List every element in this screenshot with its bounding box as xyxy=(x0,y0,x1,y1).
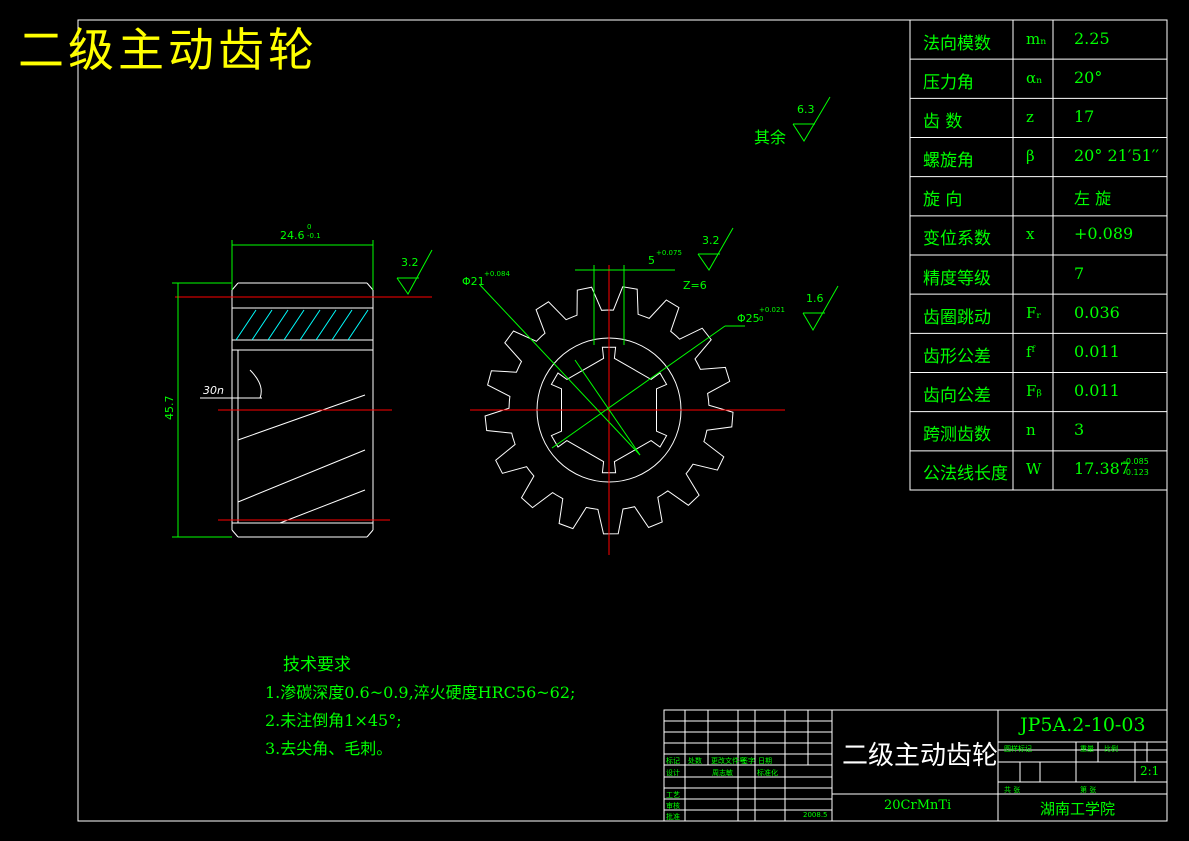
param-label: 齿圈跳动 xyxy=(923,307,991,328)
tech-requirement-2: 2.未注倒角1×45°; xyxy=(265,711,402,730)
title-block-label: 签字 xyxy=(741,757,755,765)
side-view xyxy=(172,240,433,538)
param-symbol: x xyxy=(1026,225,1035,244)
param-symbol: W xyxy=(1026,460,1042,479)
roughness-bore-value: 1.6 xyxy=(806,292,824,305)
title-block-label: 审核 xyxy=(666,802,680,810)
param-value: 20° 21′51′′ xyxy=(1074,146,1160,166)
param-value: +0.089 xyxy=(1074,224,1134,244)
param-value: 17.387 xyxy=(1074,459,1130,479)
param-value: 左 旋 xyxy=(1074,189,1112,209)
param-value: 2.25 xyxy=(1074,28,1110,48)
drawing-number: JP5A.2-10-03 xyxy=(1020,714,1146,736)
param-symbol: mₙ xyxy=(1026,29,1047,48)
designer-name: 周志敏 xyxy=(712,769,733,777)
param-label: 精度等级 xyxy=(923,268,991,289)
spline-outer-diameter: Φ25 xyxy=(737,312,760,325)
gear-tooth-outline xyxy=(484,286,734,535)
spline-outer-tol: +0.021 xyxy=(759,306,785,314)
school-name: 湖南工学院 xyxy=(1040,800,1116,818)
title-block-label: 重量 xyxy=(1080,745,1094,753)
param-label: 压力角 xyxy=(923,72,974,93)
param-label: 法向模数 xyxy=(923,33,991,54)
title-block-label: 图样标记 xyxy=(1004,745,1032,753)
width-tol-upper: 0 xyxy=(307,223,312,231)
roughness-other-label: 其余 xyxy=(754,128,787,147)
param-tol-lower: -0.123 xyxy=(1123,468,1149,478)
param-label: 变位系数 xyxy=(923,229,991,250)
spline-inner-diameter: Φ21 xyxy=(462,275,485,288)
standardize-label: 标准化 xyxy=(757,769,778,777)
material: 20CrMnTi xyxy=(884,798,952,813)
param-tol-upper: -0.085 xyxy=(1123,457,1149,467)
param-label: 齿向公差 xyxy=(923,386,991,407)
diameter-dimension: 45.7 xyxy=(163,395,176,421)
part-name: 二级主动齿轮 xyxy=(842,741,999,771)
param-label: 旋 向 xyxy=(923,190,963,211)
title-block-label: 第 张 xyxy=(1080,786,1097,794)
spline-bore-outline xyxy=(550,346,668,474)
width-tol-lower: -0.1 xyxy=(307,232,321,240)
param-symbol: Fᵦ xyxy=(1026,382,1042,401)
scale-value: 2:1 xyxy=(1140,764,1160,778)
param-symbol: fᶠ xyxy=(1026,342,1035,361)
param-value: 0.011 xyxy=(1074,381,1120,401)
param-value: 3 xyxy=(1074,420,1085,440)
param-value: 0.036 xyxy=(1074,302,1120,322)
title-block-label: 处数 xyxy=(688,757,702,765)
param-value: 7 xyxy=(1074,263,1085,283)
key-width-tol: +0.075 xyxy=(656,249,682,257)
width-dimension: 24.6 xyxy=(280,229,305,242)
drawing-frame xyxy=(77,19,1168,822)
param-label: 螺旋角 xyxy=(923,151,974,172)
title-block-label: 标记 xyxy=(666,757,680,765)
page-title: 二级主动齿轮 xyxy=(18,23,318,77)
title-block-label: 工艺 xyxy=(666,791,680,799)
front-view xyxy=(470,96,839,555)
date-value: 2008.5 xyxy=(803,811,828,819)
roughness-other-value: 6.3 xyxy=(797,103,815,116)
param-value: 0.011 xyxy=(1074,341,1120,361)
title-block-label: 日期 xyxy=(758,757,772,765)
roughness-keyway-value: 3.2 xyxy=(702,234,720,247)
param-label: 齿 数 xyxy=(923,111,963,132)
param-symbol: β xyxy=(1026,147,1035,166)
roughness-face-value: 3.2 xyxy=(401,256,419,269)
parameter-table-grid xyxy=(909,19,1168,491)
title-block-label: 批准 xyxy=(666,813,680,821)
param-value: 17 xyxy=(1074,106,1095,126)
param-value: 20° xyxy=(1074,67,1103,87)
param-symbol: z xyxy=(1026,107,1034,126)
helix-angle-note: 30n xyxy=(203,384,224,397)
title-block-label: 比例 xyxy=(1104,745,1118,753)
param-label: 公法线长度 xyxy=(923,464,1008,485)
spline-inner-tol: +0.084 xyxy=(484,270,510,278)
param-symbol: n xyxy=(1026,421,1036,440)
key-width: 5 xyxy=(648,254,655,267)
spline-count: Z=6 xyxy=(683,279,707,292)
tech-requirement-3: 3.去尖角、毛刺。 xyxy=(265,739,393,758)
title-block-label: 更改文件号 xyxy=(711,757,746,765)
tech-requirements-heading: 技术要求 xyxy=(283,655,351,675)
param-label: 齿形公差 xyxy=(923,346,991,367)
title-block-label: 共 张 xyxy=(1004,786,1021,794)
title-block-grid xyxy=(663,709,1168,822)
title-block-label: 设计 xyxy=(666,769,680,777)
spline-outer-tol-lower: 0 xyxy=(759,315,764,323)
param-label: 跨测齿数 xyxy=(923,425,991,446)
param-symbol: Fᵣ xyxy=(1026,303,1042,322)
tech-requirement-1: 1.渗碳深度0.6~0.9,淬火硬度HRC56~62; xyxy=(265,683,576,702)
param-symbol: αₙ xyxy=(1026,68,1043,87)
